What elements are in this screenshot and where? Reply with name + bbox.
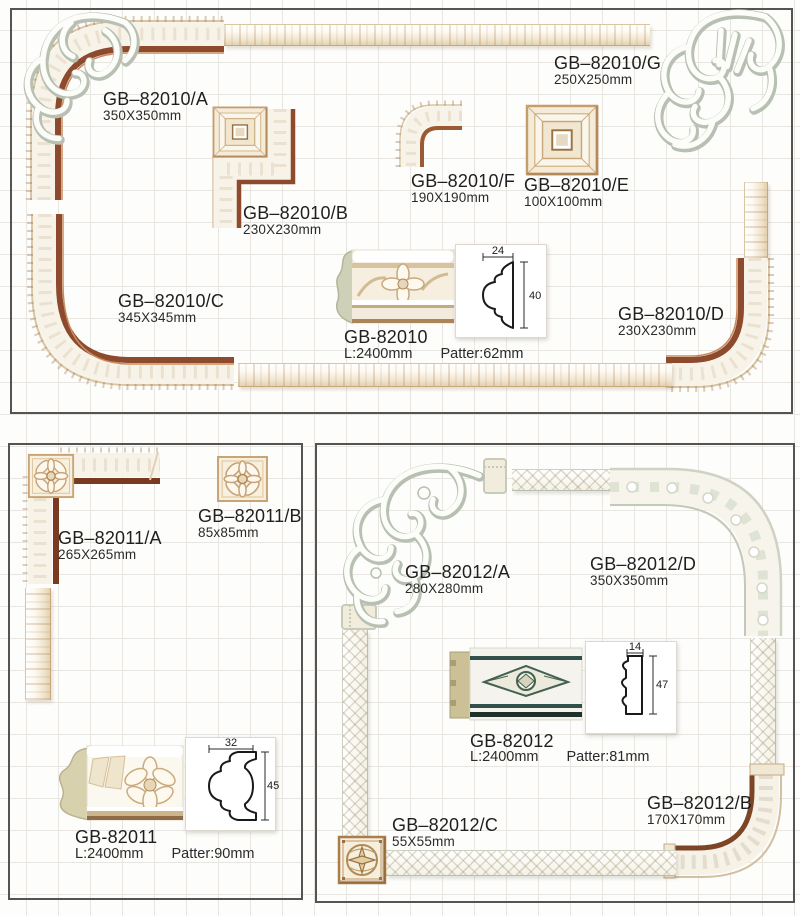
product-code-gb82012a: GB–82012/A bbox=[405, 562, 511, 582]
cross-section-gb82010: 24 40 bbox=[455, 244, 547, 338]
product-code-gb82010c: GB–82010/C bbox=[118, 291, 225, 311]
length-value: L:2400mm bbox=[470, 749, 539, 765]
product-size-gb82011b: 85x85mm bbox=[198, 525, 259, 540]
product-size-gb82012a: 280X280mm bbox=[405, 581, 484, 596]
molding-strip-gb82012-bottom bbox=[386, 850, 676, 876]
profile-width-label: 14 bbox=[629, 641, 641, 653]
corner-piece-gb82012a-image bbox=[341, 458, 507, 630]
product-code-gb82010b: GB–82010/B bbox=[243, 203, 349, 223]
profile-height-label: 47 bbox=[656, 679, 668, 691]
corner-piece-gb82010d-image bbox=[666, 258, 774, 392]
molding-photo-gb82010-image bbox=[335, 249, 455, 325]
product-spec-gb82010: L:2400mm Patter:62mm bbox=[344, 346, 524, 362]
corner-piece-gb82012d-image bbox=[610, 467, 783, 636]
pattern-value: Patter:62mm bbox=[440, 346, 524, 362]
product-code-gb82010g: GB–82010/G bbox=[554, 53, 662, 73]
molding-strip-top bbox=[224, 24, 650, 46]
product-code-gb82010f: GB–82010/F bbox=[411, 171, 516, 191]
rosette-insert-gb82010b-image bbox=[212, 106, 268, 158]
corner-piece-gb82010c-image bbox=[27, 214, 234, 390]
profile-width-label: 24 bbox=[492, 245, 504, 257]
product-size-gb82010e: 100X100mm bbox=[524, 194, 603, 209]
product-size-gb82010c: 345X345mm bbox=[118, 310, 197, 325]
product-size-gb82011a: 265X265mm bbox=[58, 547, 137, 562]
product-code-gb82010: GB-82010 bbox=[344, 327, 428, 347]
panel-gb82011 bbox=[8, 443, 303, 900]
pattern-value: Patter:81mm bbox=[566, 749, 650, 765]
molding-strip-right bbox=[744, 182, 768, 258]
product-code-gb82012d: GB–82012/D bbox=[590, 554, 697, 574]
product-code-gb82011a: GB–82011/A bbox=[58, 528, 162, 548]
product-size-gb82010f: 190X190mm bbox=[411, 190, 490, 205]
product-size-gb82010d: 230X230mm bbox=[618, 323, 697, 338]
molding-strip-bottom bbox=[238, 363, 672, 387]
cross-section-gb82012: 14 47 bbox=[585, 641, 677, 734]
panel-gb82010 bbox=[10, 8, 793, 414]
product-code-gb82012b: GB–82012/B bbox=[647, 793, 753, 813]
product-spec-gb82011: L:2400mm Patter:90mm bbox=[75, 846, 255, 862]
molding-photo-gb82012-image bbox=[449, 647, 583, 721]
molding-strip-gb82012-left bbox=[342, 630, 368, 838]
product-code-gb82012c: GB–82012/C bbox=[392, 815, 499, 835]
cross-section-gb82011: 32 45 bbox=[185, 737, 279, 831]
product-spec-gb82012: L:2400mm Patter:81mm bbox=[470, 749, 650, 765]
profile-height-label: 45 bbox=[267, 780, 279, 792]
rosette-insert-gb82012c-image bbox=[337, 835, 387, 885]
corner-piece-gb82010f-image bbox=[395, 100, 462, 167]
length-value: L:2400mm bbox=[344, 346, 413, 362]
product-size-gb82012c: 55X55mm bbox=[392, 834, 455, 849]
rosette-corner-gb82011a-image bbox=[27, 453, 75, 499]
product-size-gb82010b: 230X230mm bbox=[243, 222, 322, 237]
product-size-gb82012b: 170X170mm bbox=[647, 812, 726, 827]
molding-strip-gb82011 bbox=[25, 588, 51, 700]
product-code-gb82010a: GB–82010/A bbox=[103, 89, 209, 109]
product-code-gb82010d: GB–82010/D bbox=[618, 304, 725, 324]
product-size-gb82012d: 350X350mm bbox=[590, 573, 669, 588]
product-code-gb82011b: GB–82011/B bbox=[198, 506, 302, 526]
profile-height-label: 40 bbox=[529, 290, 541, 302]
rosette-insert-gb82010e-image bbox=[525, 104, 599, 176]
rosette-insert-gb82011b-image bbox=[217, 456, 268, 502]
product-size-gb82010g: 250X250mm bbox=[554, 72, 633, 87]
product-size-gb82010a: 350X350mm bbox=[103, 108, 182, 123]
product-code-gb82010e: GB–82010/E bbox=[524, 175, 630, 195]
panel-gb82012 bbox=[315, 443, 795, 903]
product-code-gb82012: GB-82012 bbox=[470, 731, 554, 751]
product-code-gb82011: GB-82011 bbox=[75, 827, 158, 847]
profile-width-label: 32 bbox=[225, 737, 237, 749]
molding-strip-gb82012-right bbox=[750, 638, 776, 766]
molding-strip-gb82012-top bbox=[512, 469, 610, 491]
length-value: L:2400mm bbox=[75, 846, 144, 862]
corner-piece-gb82010g-image bbox=[616, 10, 794, 172]
pattern-value: Patter:90mm bbox=[171, 846, 255, 862]
molding-photo-gb82011-image bbox=[58, 745, 184, 821]
corner-piece-gb82010a-image bbox=[14, 12, 224, 200]
